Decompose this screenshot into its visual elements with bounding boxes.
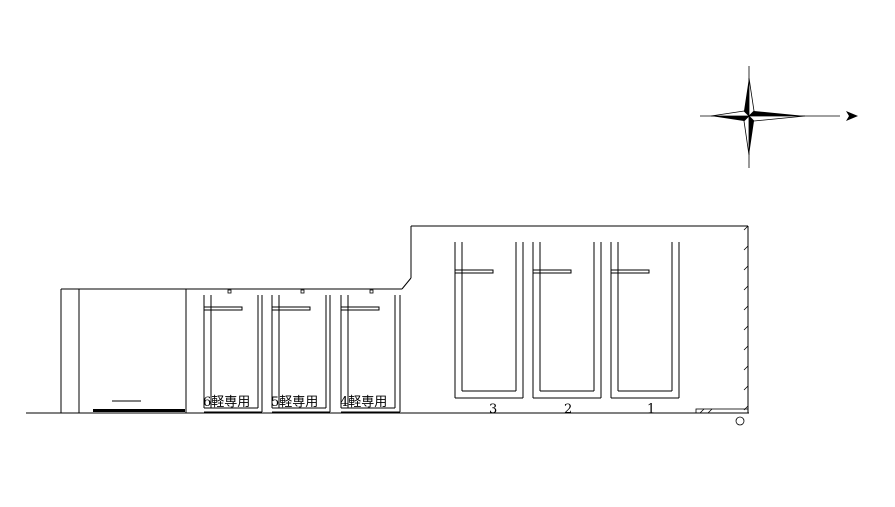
hatched-wall xyxy=(743,225,749,411)
compass-rose-icon xyxy=(700,66,840,168)
space-1: 1 xyxy=(610,242,680,417)
kei-space-5: 5軽専用 xyxy=(271,289,331,413)
kei-space-4: 4軽専用 xyxy=(340,289,401,413)
kei-space-label-6: 6軽専用 xyxy=(203,395,250,410)
building-outline xyxy=(60,225,749,413)
kei-space-label-5: 5軽専用 xyxy=(271,395,318,410)
space-label-1: 1 xyxy=(647,402,655,417)
space-3: 3 xyxy=(454,242,524,417)
space-label-3: 3 xyxy=(489,402,497,417)
north-arrow-icon xyxy=(846,111,858,121)
corner-marker xyxy=(695,408,749,426)
garage-door xyxy=(93,400,185,412)
space-2: 2 xyxy=(532,242,602,417)
kei-space-6: 6軽専用 xyxy=(203,289,263,413)
space-label-2: 2 xyxy=(564,402,572,417)
kei-space-label-4: 4軽専用 xyxy=(340,395,387,410)
